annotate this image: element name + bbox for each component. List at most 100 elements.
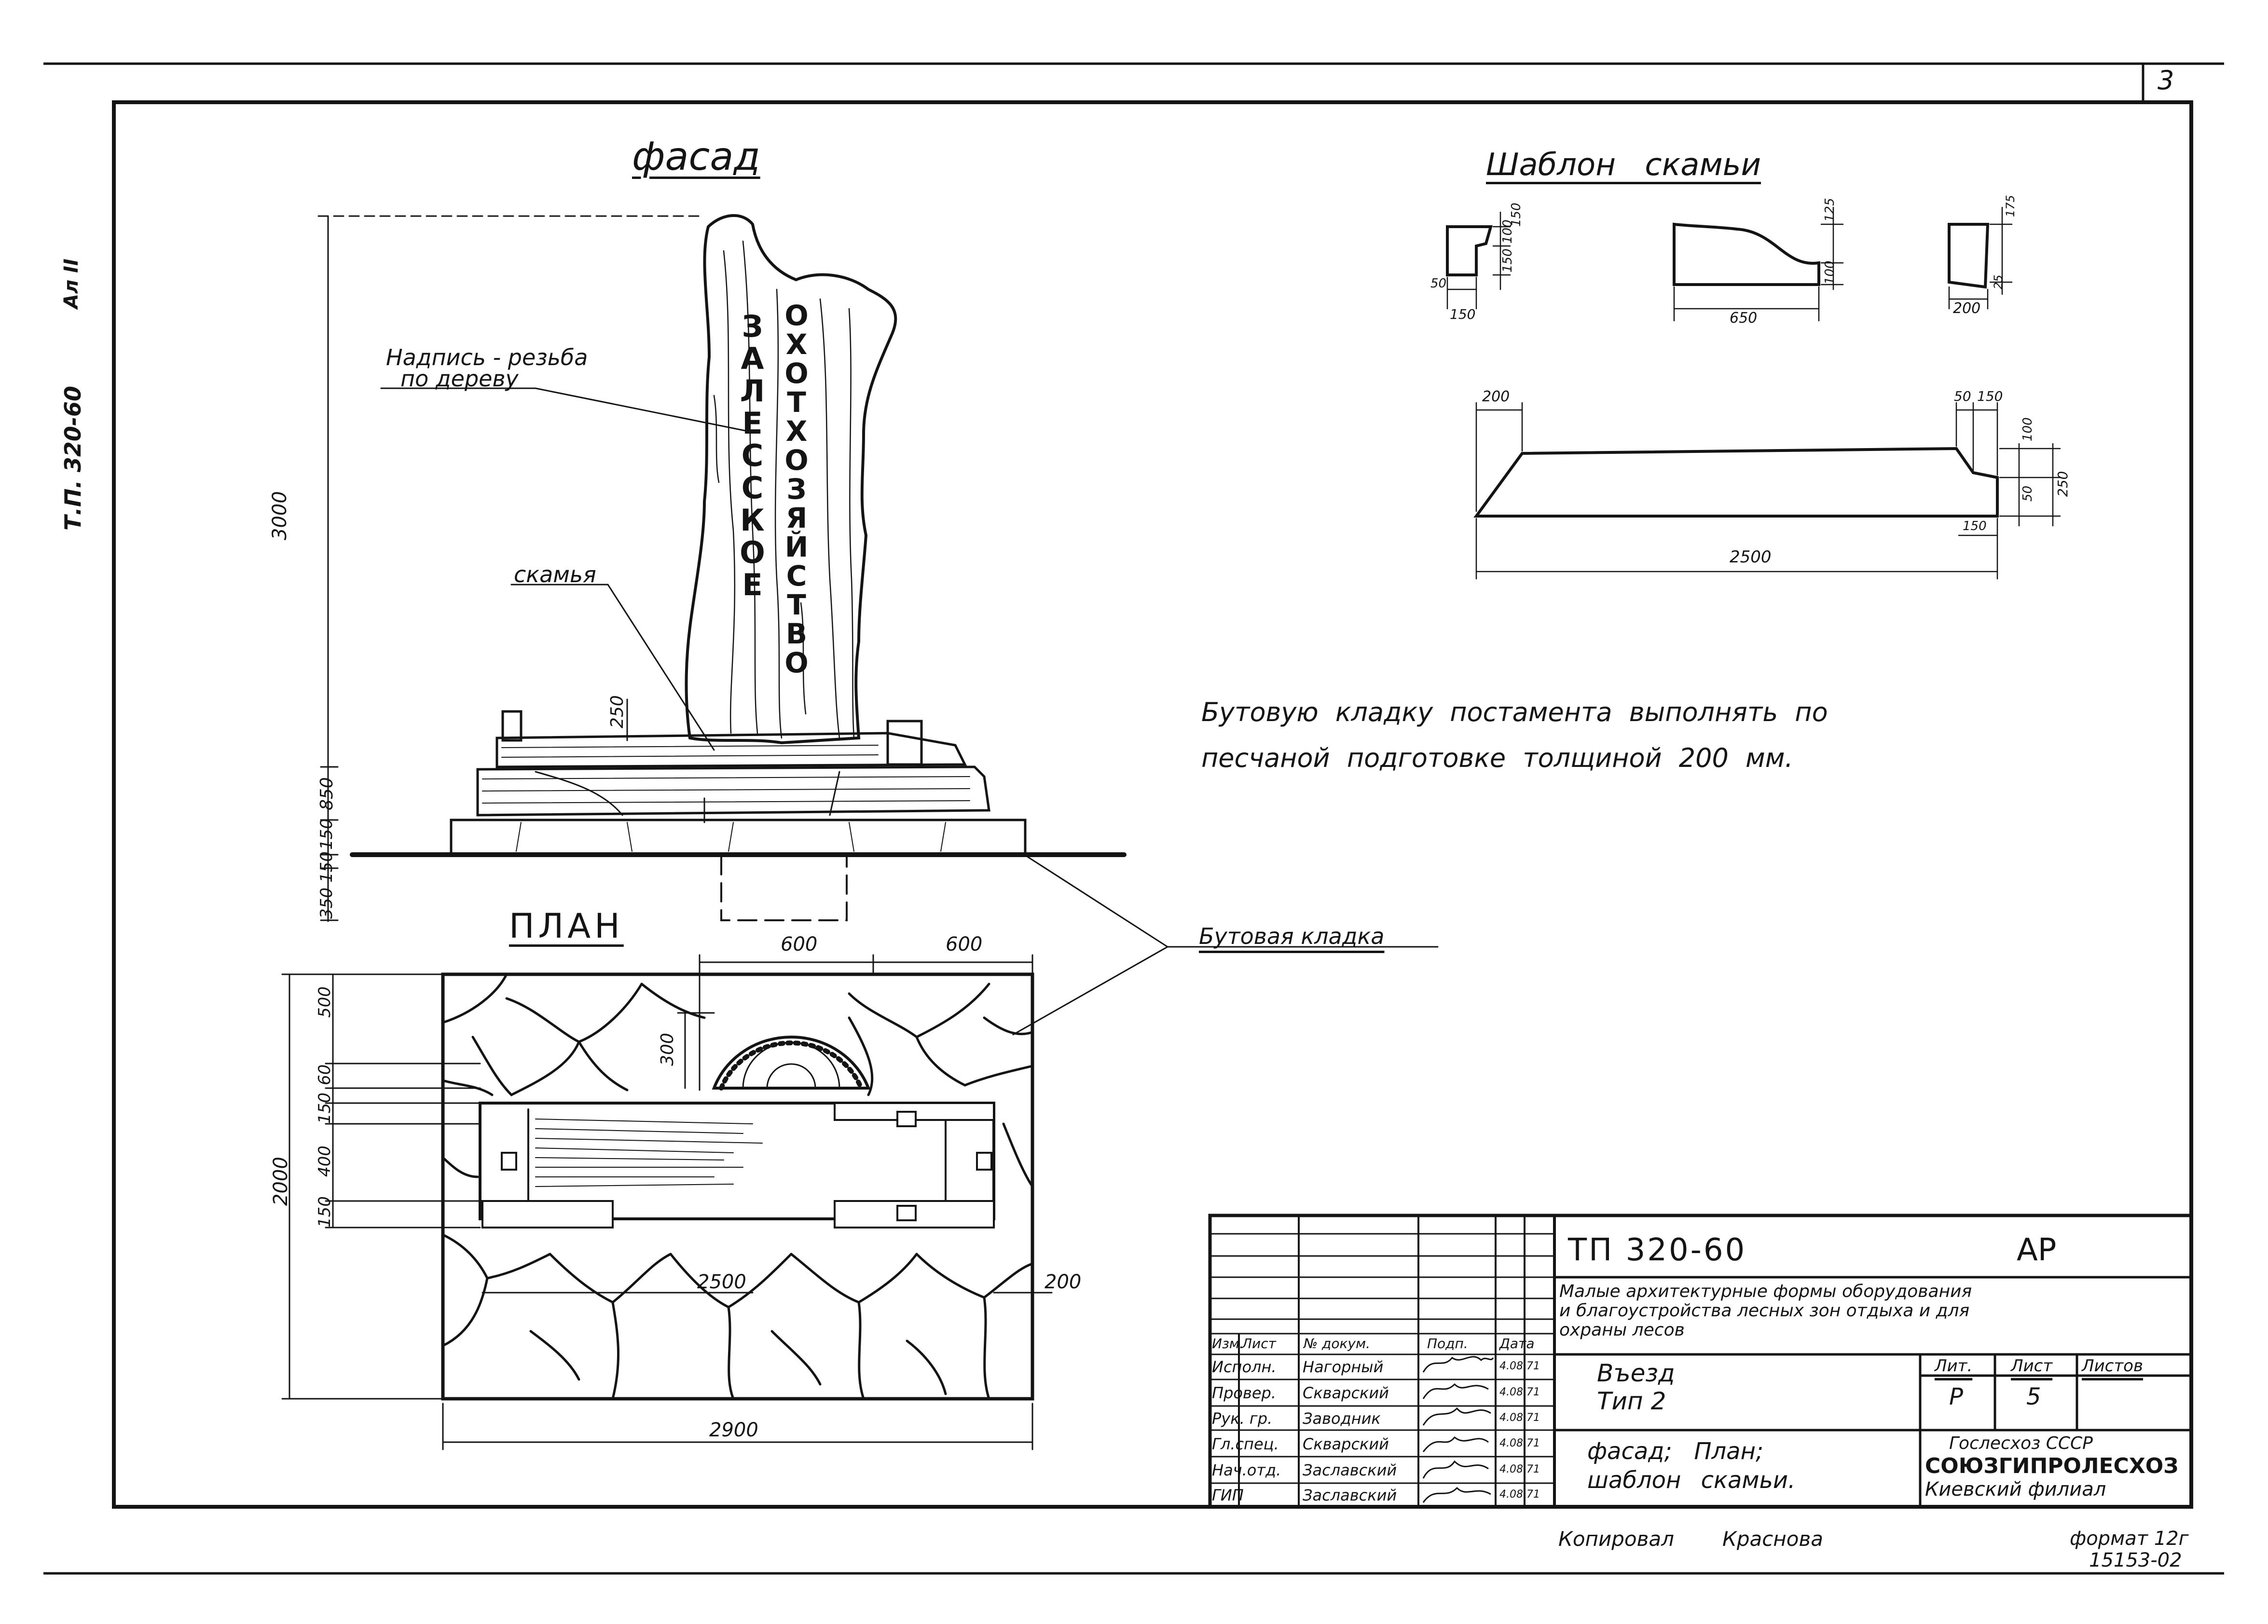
stamp-date-5: 4.08.71	[1499, 1463, 1540, 1475]
stamp-desc-1: Малые архитектурные формы оборудования	[1559, 1282, 1972, 1301]
stamp-col-date: Дата	[1499, 1336, 1535, 1351]
stamp-col-sign: Подп.	[1427, 1336, 1468, 1351]
facade-view	[317, 214, 1127, 922]
stamp-org-1: Гослесхоз СССР	[1949, 1433, 2093, 1453]
template-long-profile	[1473, 447, 1999, 518]
stamp-name-2: Скварский	[1303, 1384, 1389, 1402]
template-title: Шаблон скамьи	[1486, 147, 1761, 183]
stamp-lit-header: Лит.	[1935, 1356, 1973, 1376]
stamp-role-6: ГИП	[1212, 1486, 1244, 1504]
tpl-l-50: 50	[1954, 388, 1971, 404]
bench-elevation	[476, 710, 990, 823]
carving-label-2: по дереву	[400, 366, 519, 392]
stamp-name-3: Заводник	[1303, 1409, 1381, 1428]
masonry-leader	[1012, 853, 1439, 1036]
stamp-lit-value: Р	[1949, 1383, 1963, 1410]
stamp-section: АР	[2017, 1232, 2057, 1268]
dim-plan-2900: 2900	[709, 1419, 758, 1441]
tpl-s2-w: 650	[1730, 310, 1758, 327]
footer-copied: Копировал	[1558, 1527, 1674, 1551]
footer-inventory: 15153-02	[2089, 1549, 2182, 1571]
stamp-name-1: Нагорный	[1303, 1358, 1384, 1376]
dim-plan-300: 300	[658, 1033, 677, 1066]
stamp-name-5: Заславский	[1303, 1461, 1397, 1479]
sign-text-right: ОХОТХОЗЯЙСТВО	[780, 299, 813, 675]
template-section-2	[1673, 222, 1820, 286]
sign-text-left: ЗАЛЕССКОЕ	[735, 309, 770, 600]
stamp-org-3: Киевский филиал	[1925, 1478, 2106, 1501]
dim-facade-150b: 150	[317, 851, 336, 883]
dim-facade-250: 250	[607, 695, 627, 728]
dim-plan-600a: 600	[781, 933, 818, 955]
tpl-s1-w: 150	[1450, 306, 1476, 322]
footer-copier: Краснова	[1722, 1527, 1823, 1551]
stamp-desc-2: и благоустройства лесных зон отдыха и дл…	[1559, 1301, 1970, 1321]
carving-label-1: Надпись - резьба	[386, 344, 588, 370]
dim-plan-200: 200	[1045, 1271, 1082, 1293]
tpl-s1-b: 150	[1500, 248, 1515, 273]
dim-plan-400: 400	[315, 1146, 334, 1177]
side-album: Ал II	[60, 259, 82, 309]
footing	[720, 855, 848, 921]
tpl-l-100: 100	[2021, 417, 2035, 441]
tpl-l-150a: 150	[1977, 388, 2003, 404]
stamp-list-header: Лист	[2011, 1356, 2053, 1376]
note-masonry-2: песчаной подготовке толщиной 200 мм.	[1201, 743, 1793, 773]
dim-plan-150b: 150	[315, 1196, 334, 1228]
stamp-col-list: Лист	[1242, 1336, 1276, 1351]
dim-plan-500: 500	[315, 986, 334, 1018]
stamp-date-6: 4.08.71	[1499, 1488, 1540, 1501]
stamp-content-1: фасад; План;	[1587, 1438, 1764, 1465]
dim-plan-2000: 2000	[270, 1157, 292, 1206]
dim-plan-600b: 600	[946, 933, 983, 955]
dim-facade-850: 850	[317, 777, 337, 810]
facade-title: фасад	[632, 134, 760, 179]
template-section-1	[1446, 225, 1493, 276]
page-number: 3	[2158, 65, 2174, 96]
plan-dimensions	[281, 954, 1053, 1450]
tpl-s3-a: 175	[2004, 195, 2017, 217]
tpl-l-150b: 150	[1963, 519, 1987, 533]
stamp-listov-header: Листов	[2082, 1356, 2144, 1376]
dim-facade-3000: 3000	[269, 491, 291, 540]
stamp-date-2: 4.08.71	[1499, 1386, 1540, 1398]
bench-plan	[479, 1102, 995, 1228]
dim-plan-150a: 150	[315, 1092, 334, 1124]
stamp-role-5: Нач.отд.	[1212, 1461, 1281, 1479]
stone-masonry-pattern	[441, 973, 1034, 1400]
tpl-l-50b: 50	[2021, 485, 2035, 502]
stamp-name-4: Скварский	[1303, 1435, 1389, 1453]
stamp-role-4: Гл.спец.	[1212, 1435, 1279, 1453]
dim-plan-2500: 2500	[697, 1271, 746, 1293]
stamp-object-2: Тип 2	[1597, 1387, 1666, 1415]
handwritten-signatures	[1422, 1356, 1494, 1503]
stamp-code: ТП 320-60	[1568, 1232, 1747, 1268]
stump-plan	[712, 1036, 871, 1091]
side-code: Т.П. 320-60	[60, 386, 86, 531]
tpl-s3-b: 25	[1992, 274, 2005, 289]
stamp-name-6: Заславский	[1303, 1486, 1397, 1504]
tpl-s1-d: 150	[1509, 203, 1524, 227]
stamp-list-value: 5	[2026, 1383, 2041, 1410]
dim-facade-350: 350	[317, 887, 336, 919]
tpl-l-2500: 2500	[1730, 547, 1772, 567]
masonry-label: Бутовая кладка	[1199, 923, 1385, 949]
stamp-date-3: 4.08.71	[1499, 1412, 1540, 1424]
sheet-frame	[43, 62, 2224, 1575]
stamp-object-1: Въезд	[1597, 1359, 1675, 1387]
pedestal	[450, 819, 1027, 855]
stamp-org-2: СОЮЗГИПРОЛЕСХОЗ	[1925, 1454, 2179, 1478]
stamp-content-2: шаблон скамьи.	[1587, 1467, 1796, 1494]
stamp-date-1: 4.08.71	[1499, 1360, 1540, 1372]
bench-template	[1446, 206, 2061, 580]
footer-format: формат 12г	[2070, 1528, 2189, 1550]
tree-trunk-sign	[685, 214, 897, 745]
stamp-col-izm: Изм.	[1212, 1336, 1244, 1351]
title-block-grid	[1208, 1214, 2193, 1509]
tpl-s1-c: 50	[1430, 276, 1447, 291]
stamp-role-1: Исполн.	[1212, 1358, 1277, 1376]
stamp-col-doc: № докум.	[1304, 1336, 1371, 1351]
stamp-role-2: Провер.	[1212, 1384, 1276, 1402]
